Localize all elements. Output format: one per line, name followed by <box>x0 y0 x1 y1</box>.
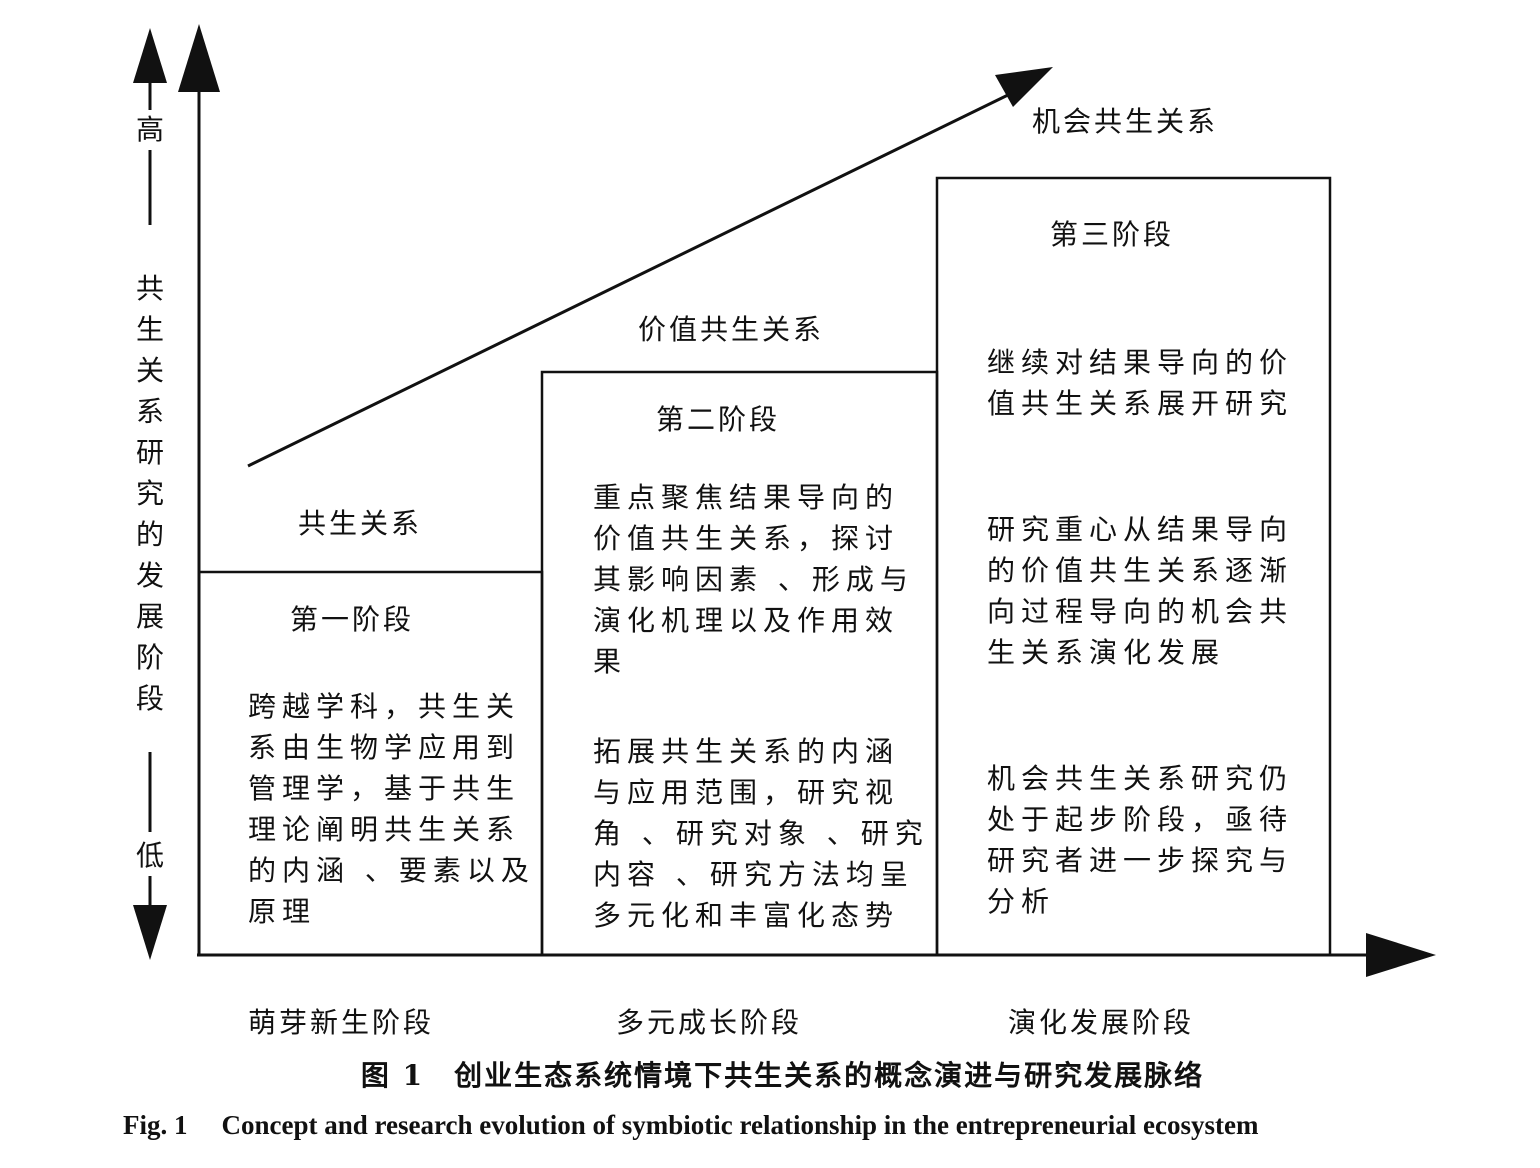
stage-3-box <box>935 176 1332 957</box>
opportunity-symbiosis-label: 机会共生关系 <box>1032 105 1219 138</box>
scale-high-label: 高 <box>136 113 168 146</box>
y-axis-title: 共 生 关 系 研 究 的 发 展 阶 段 <box>135 272 164 715</box>
x-label-stage-3: 演化发展阶段 <box>1008 1006 1195 1039</box>
trend-arrow <box>247 67 1053 468</box>
stage-3-title: 第三阶段 <box>1050 218 1175 251</box>
x-label-stage-1: 萌芽新生阶段 <box>248 1006 435 1039</box>
scale-up-arrow-icon <box>133 28 167 83</box>
stage-2-description-2: 拓展共生关系的内涵 与应用范围，研究视 角 、研究对象 、研究 内容 、研究方法… <box>593 735 929 932</box>
stage-2-title: 第二阶段 <box>656 403 781 436</box>
figure-number: Fig. 1 <box>123 1110 188 1140</box>
stage-2-description-1: 重点聚焦结果导向的 价值共生关系，探讨 其影响因素 、形成与 演化机理以及作用效… <box>593 481 914 678</box>
value-symbiosis-label: 价值共生关系 <box>638 313 825 346</box>
scale-low-label: 低 <box>136 839 168 872</box>
figure-caption-cn: 图 1 创业生态系统情境下共生关系的概念演进与研究发展脉络 <box>360 1059 1205 1092</box>
scale-axis <box>133 28 167 960</box>
figure-caption-en-text: Concept and research evolution of symbio… <box>221 1110 1259 1140</box>
stage-3-description-2: 研究重心从结果导向 的价值共生关系逐渐 向过程导向的机会共 生关系演化发展 <box>987 513 1294 669</box>
stage-boxes <box>199 176 1332 957</box>
trend-arrow-head-icon <box>995 67 1053 107</box>
stage-1-title: 第一阶段 <box>290 603 415 636</box>
x-label-stage-2: 多元成长阶段 <box>616 1006 803 1039</box>
stage-3-description-3: 机会共生关系研究仍 处于起步阶段，亟待 研究者进一步探究与 分析 <box>987 762 1294 918</box>
stage-1-description: 跨越学科，共生关 系由生物学应用到 管理学，基于共生 理论阐明共生关系 的内涵 … <box>248 690 535 928</box>
stage-3-description-1: 继续对结果导向的价 值共生关系展开研究 <box>987 346 1294 420</box>
symbiosis-label: 共生关系 <box>298 507 423 540</box>
y-axis-arrow-icon <box>178 24 220 92</box>
x-axis-arrow-icon <box>1366 933 1436 977</box>
figure-caption-en: Fig. 1 Concept and research evolution of … <box>123 1110 1258 1141</box>
scale-down-arrow-icon <box>133 905 167 960</box>
